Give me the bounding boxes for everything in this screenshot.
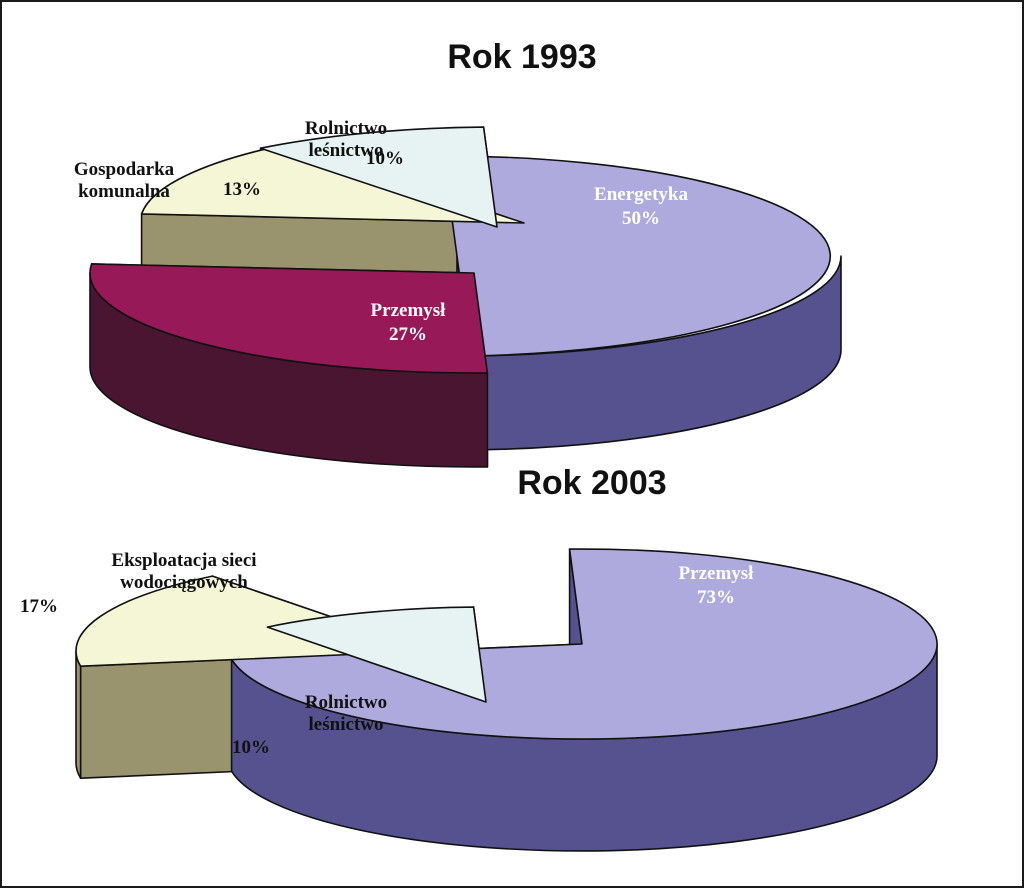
energetyka-top (442, 155, 832, 357)
chart-0-pie: Energetyka 50% Przemysł 27% 13% Gospodarkakom… (74, 118, 842, 468)
rolnictwo-le-nictwo-value: 10% (366, 148, 404, 169)
rolnictwo-le-nictwo-label-line-1: leśnictwo (309, 140, 384, 161)
chart-1-pie: Przemysł 73% 17% Eksploatacja sieciwodociąg… (20, 548, 938, 852)
rolnictwo-le-nictwo-label-line-0: Rolnictwo (305, 118, 387, 139)
rolnictwo-le-nictwo-value: 10% (232, 737, 270, 758)
chart-2003-title: Rok 2003 (517, 464, 666, 502)
eksploatacja-sieci-wodoci-gowych-outer-side (75, 650, 82, 779)
przemys--top (230, 548, 938, 740)
przemys--label: Przemysł (679, 563, 755, 584)
gospodarka-komunalna-value: 13% (223, 179, 261, 200)
przemys--value: 73% (697, 587, 735, 608)
rolnictwo-le-nictwo-label-line-0: Rolnictwo (305, 692, 387, 713)
eksploatacja-sieci-wodoci-gowych-label-line-0: Eksploatacja sieci (111, 550, 256, 571)
rolnictwo-le-nictwo-top (259, 126, 498, 228)
eksploatacja-sieci-wodoci-gowych-value: 17% (20, 596, 58, 617)
eksploatacja-sieci-wodoci-gowych-label-line-1: wodociągowych (120, 572, 248, 593)
przemys--top (89, 263, 489, 374)
energetyka-value: 50% (622, 208, 660, 229)
rolnictwo-le-nictwo-top (266, 606, 487, 703)
energetyka-label: Energetyka (594, 184, 688, 205)
gospodarka-komunalna-label-line-1: komunalna (78, 181, 170, 202)
rolnictwo-le-nictwo-label-line-1: leśnictwo (309, 714, 384, 735)
przemys--label: Przemysł (371, 300, 447, 321)
przemys--value: 27% (389, 324, 427, 345)
chart-1993-title: Rok 1993 (447, 38, 596, 76)
gospodarka-komunalna-label-line-0: Gospodarka (74, 159, 175, 180)
